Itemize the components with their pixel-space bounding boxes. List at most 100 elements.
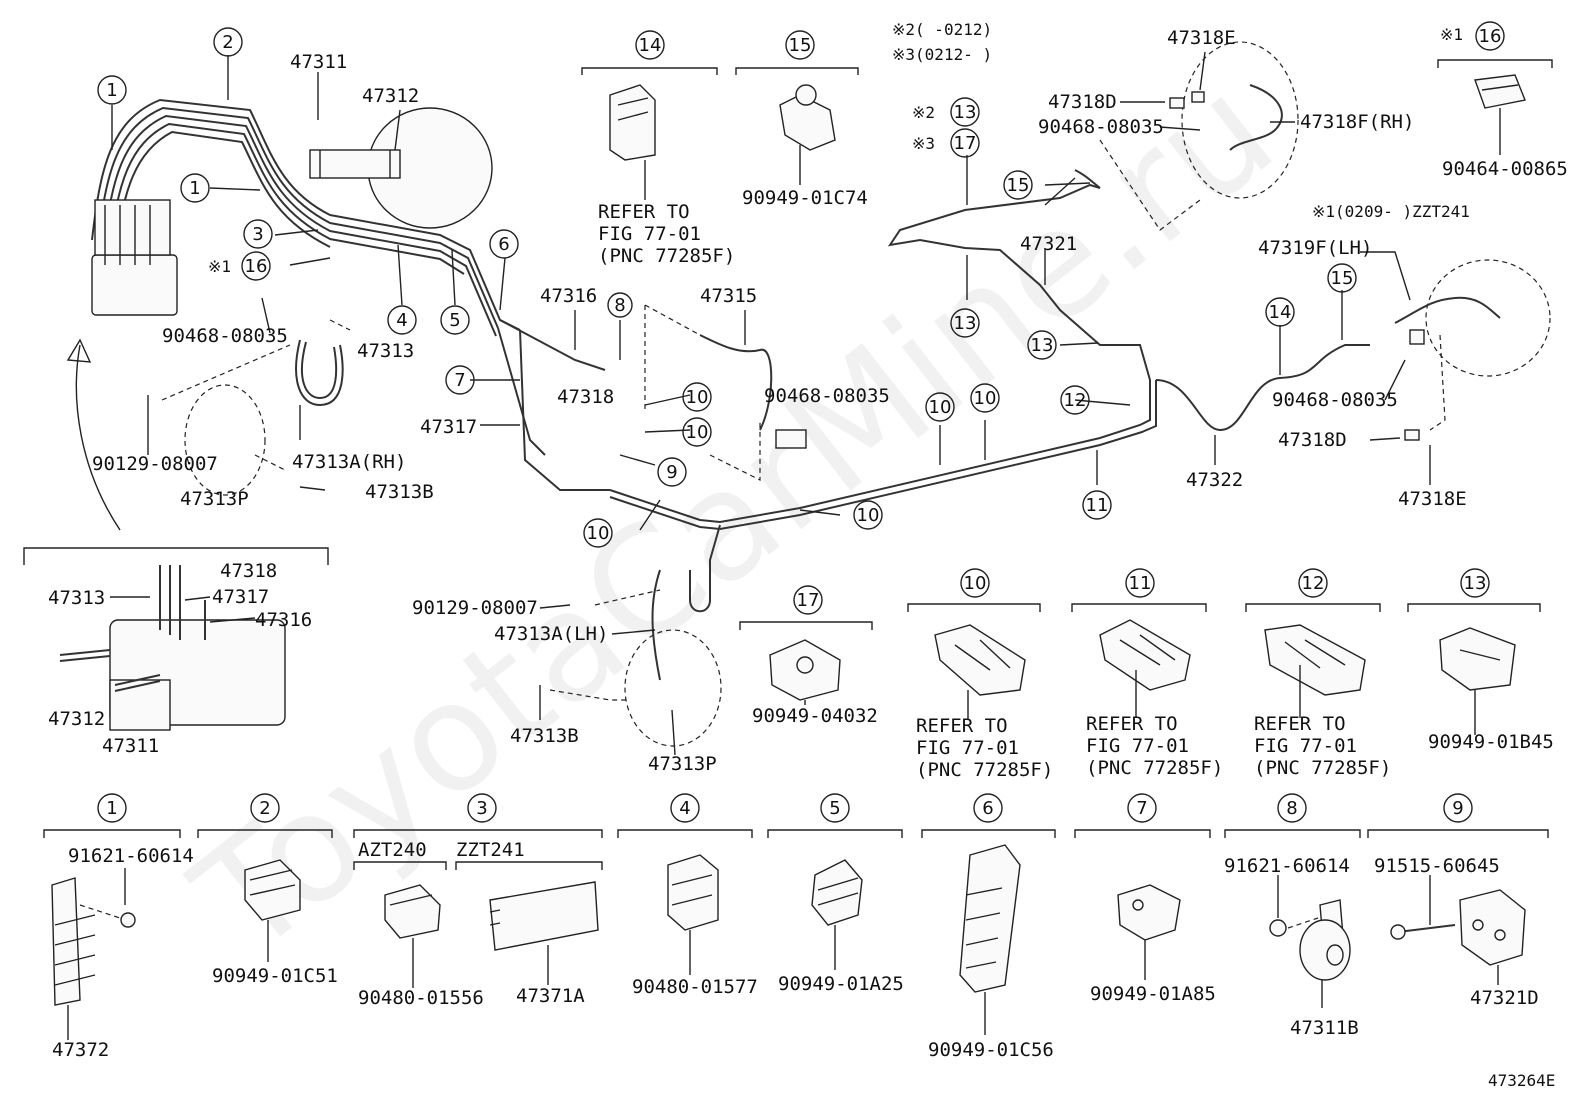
clip-2 (244, 859, 301, 921)
part-labels: 47311 47312 ※1 90468-08035 47313 90129-0… (48, 20, 1568, 1090)
svg-text:10: 10 (964, 573, 987, 594)
callout-13a: 13 (1027, 330, 1057, 360)
svg-text:12: 12 (1302, 573, 1325, 594)
svg-text:6: 6 (498, 234, 509, 255)
label-90949-01c74: 90949-01C74 (742, 187, 868, 209)
svg-text:7: 7 (454, 370, 465, 391)
label-zzt241: ZZT241 (456, 839, 525, 861)
refer-12-l2: FIG 77-01 (1254, 735, 1357, 757)
svg-text:11: 11 (1129, 573, 1152, 594)
svg-text:1: 1 (106, 80, 117, 101)
svg-text:9: 9 (1452, 798, 1463, 819)
callout-4a: 4 (387, 305, 417, 335)
refer-11-l1: REFER TO (1086, 713, 1178, 735)
callout-1-hdr: 1 (97, 793, 127, 823)
label-47317-d: 47317 (212, 586, 269, 608)
callout-14a: 14 (1265, 297, 1295, 327)
svg-text:10: 10 (686, 387, 709, 408)
callout-17-hdr: 17 (793, 585, 823, 615)
svg-text:16: 16 (1479, 26, 1502, 47)
callout-3a: 3 (243, 219, 273, 249)
label-47313b-a: 47313B (365, 481, 434, 503)
callout-5-hdr: 5 (820, 793, 850, 823)
label-91621-a: 91621-60614 (68, 845, 194, 867)
svg-text:13: 13 (954, 102, 977, 123)
callout-13c: 13 (950, 97, 980, 127)
label-47318e-a: 47318E (1167, 27, 1236, 49)
svg-text:17: 17 (954, 133, 977, 154)
callout-10c: 10 (583, 518, 613, 548)
label-47311b: 47311B (1290, 1017, 1359, 1039)
label-90468-b: 90468-08035 (764, 385, 890, 407)
callout-16a: 16 (241, 251, 271, 281)
label-47319f-lh: 47319F(LH) (1258, 237, 1372, 259)
callout-6a: 6 (489, 229, 519, 259)
diagram-id: 473264E (1488, 1071, 1555, 1090)
label-90949-01c56: 90949-01C56 (928, 1039, 1054, 1061)
callout-15b: 15 (1327, 263, 1357, 293)
svg-text:10: 10 (686, 422, 709, 443)
rear-hose-rh (1099, 41, 1299, 231)
refer-10-l2: FIG 77-01 (916, 737, 1019, 759)
label-47313p-b: 47313P (648, 753, 717, 775)
svg-text:2: 2 (259, 798, 270, 819)
svg-text:1: 1 (189, 178, 200, 199)
label-47316-d: 47316 (255, 609, 312, 631)
label-90949-04032: 90949-04032 (752, 705, 878, 727)
callout-11a: 11 (1082, 490, 1112, 520)
clip-15 (779, 84, 836, 151)
clip-13 (1439, 627, 1516, 691)
clip-11 (1099, 619, 1191, 691)
label-47371a: 47371A (516, 985, 585, 1007)
clip-6 (959, 844, 1021, 993)
label-47318: 47318 (557, 386, 614, 408)
label-47321d: 47321D (1470, 987, 1539, 1009)
note-mark-1: ※1 (208, 257, 231, 276)
callout-9a: 9 (657, 457, 687, 487)
clip-12 (1264, 624, 1366, 696)
callout-10d: 10 (853, 500, 883, 530)
tube-bundle (91, 98, 610, 491)
rear-tube (609, 169, 1370, 681)
label-47317: 47317 (420, 416, 477, 438)
svg-text:1: 1 (106, 798, 117, 819)
label-90949-01a85: 90949-01A85 (1090, 983, 1216, 1005)
label-90480-01577: 90480-01577 (632, 976, 758, 998)
refer-14-l1: REFER TO (598, 201, 690, 223)
svg-text:14: 14 (1269, 302, 1292, 323)
svg-text:10: 10 (587, 523, 610, 544)
callout-7-hdr: 7 (1127, 793, 1157, 823)
svg-text:3: 3 (252, 224, 263, 245)
callout-6-hdr: 6 (973, 793, 1003, 823)
clip-7 (1117, 884, 1181, 941)
refer-11-l3: (PNC 77285F) (1086, 757, 1223, 779)
callout-14-hdr: 14 (635, 30, 665, 60)
clip-14 (609, 84, 656, 161)
clip-1 (51, 877, 136, 1006)
clip-3 (384, 881, 599, 951)
callout-1b: 1 (180, 173, 210, 203)
label-47318e-b: 47318E (1398, 488, 1467, 510)
abs-actuator (91, 199, 178, 316)
label-47313p-a: 47313P (180, 488, 249, 510)
svg-text:13: 13 (954, 313, 977, 334)
callout-15-hdr: 15 (785, 30, 815, 60)
callout-8a: 8 (607, 292, 633, 318)
refer-10-l1: REFER TO (916, 715, 1008, 737)
note-1-right: ※1(0209- )ZZT241 (1312, 202, 1470, 221)
label-47316: 47316 (540, 285, 597, 307)
note-3-top: ※3(0212- ) (892, 45, 992, 64)
callouts: 1 2 1 3 16 4 5 6 7 8 10 10 9 10 10 10 10… (97, 21, 1505, 823)
label-47313a-lh: 47313A(LH) (494, 623, 608, 645)
callout-15a: 15 (1003, 170, 1033, 200)
callout-4-hdr: 4 (670, 793, 700, 823)
label-47321: 47321 (1020, 233, 1077, 255)
callout-8-hdr: 8 (1277, 793, 1307, 823)
svg-text:6: 6 (982, 798, 993, 819)
svg-text:15: 15 (789, 35, 812, 56)
svg-text:7: 7 (1136, 798, 1147, 819)
clip-10 (934, 624, 1026, 696)
label-47312: 47312 (362, 85, 419, 107)
